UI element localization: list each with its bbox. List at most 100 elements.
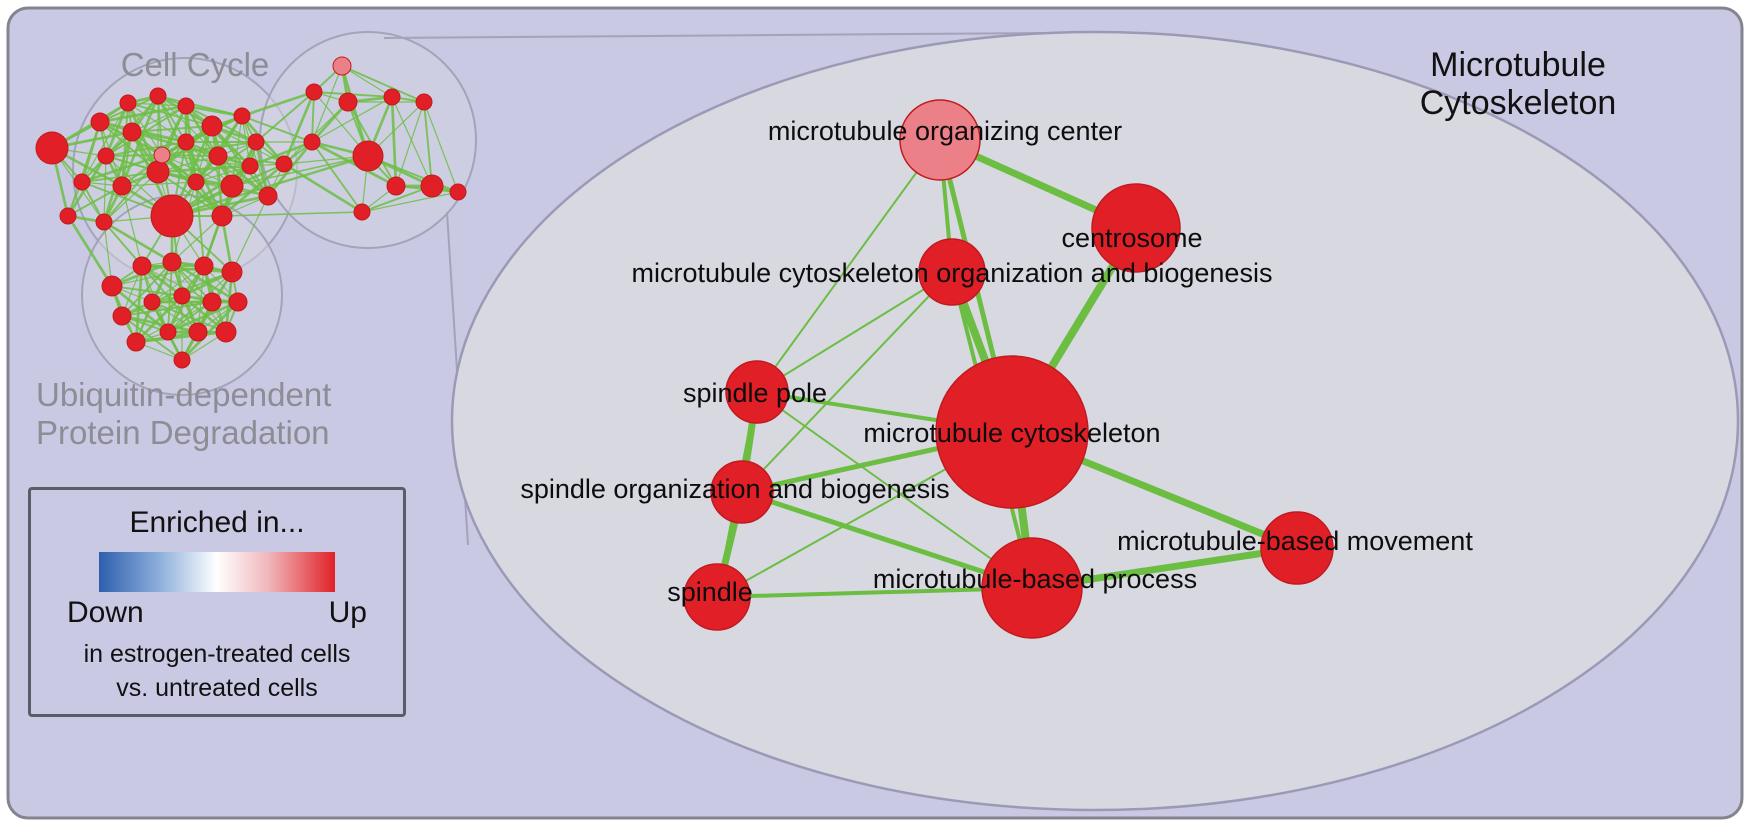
overview-node [353, 203, 371, 221]
overview-edge [103, 171, 159, 223]
overview-node [112, 306, 132, 326]
overview-edge [231, 115, 243, 187]
overview-edge [121, 185, 143, 267]
overview-edge [157, 95, 163, 156]
overview-node [449, 183, 467, 201]
overview-node [73, 173, 91, 191]
overview-node [220, 174, 244, 198]
legend-down-up-row: Down Up [67, 596, 367, 630]
overview-nodes [35, 56, 467, 369]
overview-edge [103, 221, 143, 267]
overview-edge [121, 261, 173, 317]
overview-edge [167, 261, 173, 333]
zoom-node-spindle_pole [725, 360, 789, 424]
overview-node [177, 133, 195, 151]
overview-edge [131, 105, 187, 133]
overview-node [201, 115, 223, 137]
overview-edge [121, 181, 197, 187]
overview-edge [67, 121, 101, 217]
zoom-edge [739, 489, 1035, 591]
zoom-node-label-mbp: microtubule-based process [873, 564, 1197, 594]
overview-edge [151, 265, 205, 303]
overview-node [305, 83, 323, 101]
overview-node [187, 173, 205, 191]
zoom-node-mc [935, 355, 1089, 509]
zoom-nodes [683, 99, 1334, 639]
overview-node [146, 160, 170, 184]
overview-edge [311, 96, 393, 143]
overview-node [332, 56, 352, 76]
zoom-node-label-spindle: spindle [667, 577, 753, 607]
overview-node [383, 88, 401, 106]
overview-edge [341, 65, 393, 98]
overview-edge [311, 140, 397, 188]
overview-node [101, 275, 123, 297]
overview-edge [161, 154, 251, 167]
zoom-node-mbp [981, 537, 1083, 639]
overview-edge [81, 102, 129, 183]
overview-edge [105, 154, 163, 157]
overview-node [126, 332, 146, 352]
overview-node [352, 140, 384, 172]
zoom-edge [756, 391, 1033, 589]
overview-edge [103, 221, 113, 287]
overview-edge [135, 301, 213, 343]
overview-edge [283, 101, 349, 165]
overview-edge [390, 96, 398, 187]
legend-box: Enriched in... Down Up in estrogen-treat… [28, 487, 406, 717]
overview-edge [121, 314, 199, 334]
zoom-edge [756, 271, 953, 393]
overview-node [233, 107, 251, 125]
overview-node [211, 205, 233, 227]
overview-node [188, 322, 208, 342]
overview-node [241, 157, 259, 175]
zoom-node-label-moc: microtubule organizing center [768, 116, 1122, 146]
legend-title: Enriched in... [129, 506, 305, 539]
overview-node [228, 292, 248, 312]
overview-edge [161, 154, 233, 187]
enrichment-gradient-bar [99, 552, 335, 592]
zoom-edge [756, 139, 941, 393]
overview-edge [161, 141, 257, 156]
overview-edge [311, 65, 343, 143]
zoom-node-mbm [1260, 511, 1334, 585]
zoom-node-labels: microtubule organizing centercentrosomem… [520, 116, 1473, 607]
legend-subtitle-line1: in estrogen-treated cells [83, 640, 351, 668]
zoom-node-label-mc: microtubule cytoskeleton [863, 418, 1160, 448]
overview-node [119, 94, 137, 112]
overview-edge [126, 102, 160, 173]
overview-edge [423, 101, 459, 193]
overview-edge [241, 90, 315, 118]
overview-node [153, 146, 171, 164]
overview-edge [135, 330, 227, 344]
overview-node [177, 97, 195, 115]
overview-node [415, 93, 433, 111]
overview-node [59, 207, 77, 225]
cluster-label-cell-cycle: Cell Cycle [121, 46, 270, 83]
overview-node [112, 176, 132, 196]
zoom-node-label-sob: spindle organization and biogenesis [520, 474, 949, 504]
overview-edge [81, 153, 163, 184]
zoom-edge [715, 586, 1034, 599]
overview-edge [255, 91, 315, 143]
overview-node [97, 147, 115, 165]
overview-node [202, 292, 222, 312]
overview-edge [157, 95, 187, 143]
overview-edge [181, 301, 239, 361]
overview-node [149, 87, 167, 105]
overview-node [303, 133, 321, 151]
overview-node [150, 194, 194, 238]
overview-node [420, 174, 444, 198]
overview-edge [391, 96, 433, 187]
overview-node [132, 256, 152, 276]
overview-node [173, 287, 191, 305]
zoom-node-label-mcob: microtubule cytoskeleton organization an… [632, 258, 1273, 288]
zoom-node-label-spindle_pole: spindle pole [683, 378, 827, 408]
overview-edge [167, 300, 239, 334]
overview-edge [105, 141, 187, 157]
overview-edge [340, 65, 370, 157]
overview-edge [141, 264, 233, 274]
overview-edge [231, 195, 269, 273]
